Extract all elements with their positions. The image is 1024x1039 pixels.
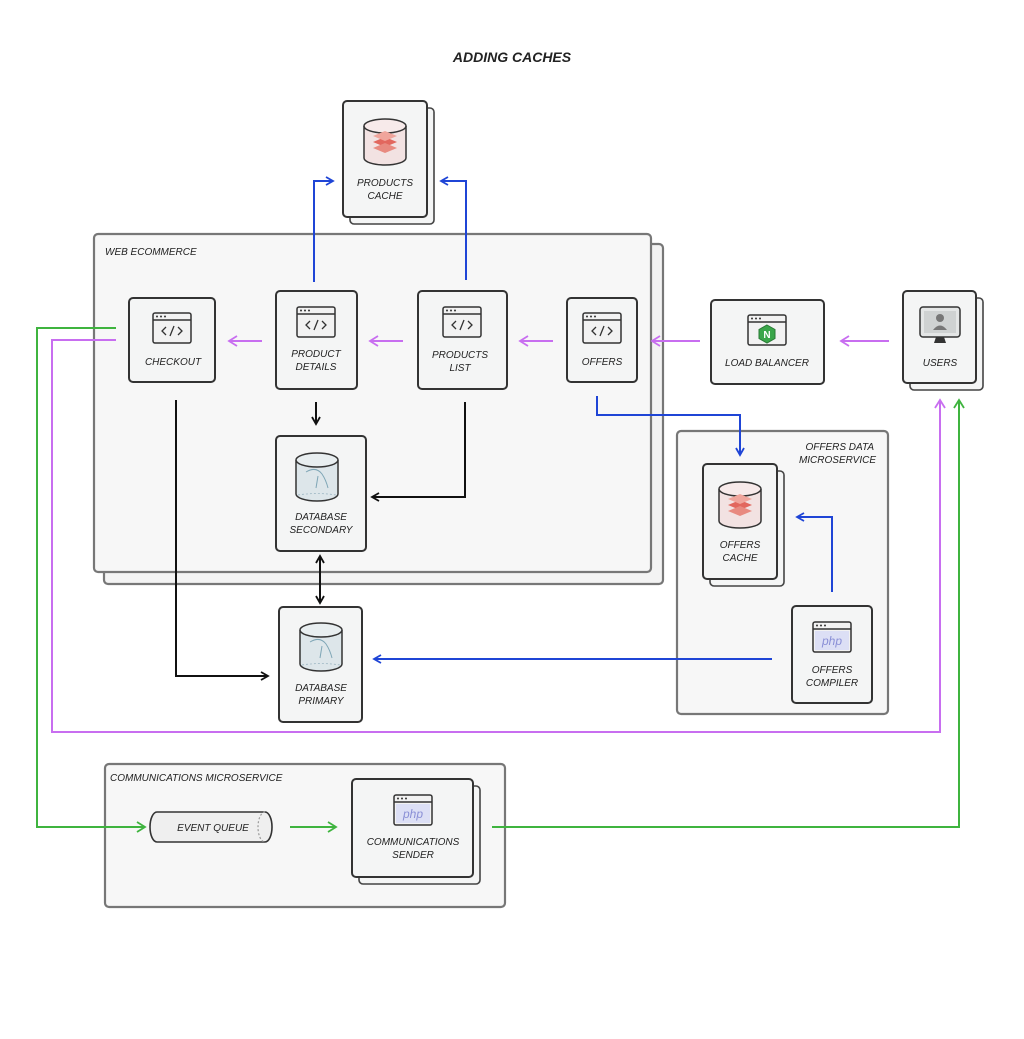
edge-product-details-to-products-cache [313,176,335,282]
node-products-cache-label-1: PRODUCTS [357,178,413,189]
node-database-secondary[interactable]: DATABASE SECONDARY [275,435,367,552]
node-offers-cache[interactable]: OFFERS CACHE [702,463,785,587]
edge-checkout-to-event-queue [36,327,147,833]
code-window-icon [442,306,482,338]
php-text: php [402,807,423,821]
node-offers[interactable]: OFFERS [566,297,638,383]
group-web-ecommerce: WEB ECOMMERCE [92,232,665,586]
node-database-secondary-label-2: SECONDARY [290,525,354,536]
node-users-label: USERS [923,358,958,369]
node-product-details-label-2: DETAILS [296,362,337,373]
nginx-icon: N [747,314,787,346]
mysql-database-icon [299,622,343,672]
node-products-cache-label-2: CACHE [367,191,402,202]
node-database-primary[interactable]: DATABASE PRIMARY [278,606,363,723]
node-users[interactable]: USERS [902,290,984,391]
php-icon: php [812,621,852,653]
node-communications-sender-label-1: COMMUNICATIONS [367,837,460,848]
node-checkout-label: CHECKOUT [145,357,202,368]
node-product-details[interactable]: PRODUCT DETAILS [275,290,358,390]
node-offers-compiler[interactable]: php OFFERS COMPILER [791,605,873,704]
node-database-primary-label-2: PRIMARY [298,696,345,707]
php-text: php [821,634,842,648]
edge-checkout-to-users [51,339,946,733]
node-communications-sender[interactable]: php COMMUNICATIONS SENDER [351,778,481,885]
group-offers-data-label-line2: MICROSERVICE [799,455,876,466]
code-window-icon [152,312,192,344]
node-communications-sender-label-2: SENDER [392,850,434,861]
redis-icon [363,118,407,166]
mysql-database-icon [295,452,339,502]
group-offers-data-label-line1: OFFERS DATA [805,442,874,453]
node-products-list[interactable]: PRODUCTS LIST [417,290,508,390]
node-offers-compiler-label-1: OFFERS [812,665,853,676]
node-event-queue[interactable]: EVENT QUEUE [149,811,273,843]
node-database-secondary-label-1: DATABASE [295,512,347,523]
edge-offers-to-offers-cache [596,396,745,457]
group-web-ecommerce-label: WEB ECOMMERCE [105,247,197,258]
nginx-letter: N [763,330,770,341]
node-event-queue-label: EVENT QUEUE [177,823,249,834]
node-database-primary-label-1: DATABASE [295,683,347,694]
node-offers-cache-label-1: OFFERS [720,540,761,551]
node-offers-label: OFFERS [582,357,623,368]
edge-products-list-to-db-secondary [370,402,466,502]
code-window-icon [296,306,336,338]
node-products-list-label-2: LIST [449,363,471,374]
edge-checkout-to-db-primary [175,400,270,681]
php-icon: php [393,794,433,826]
node-products-cache[interactable]: PRODUCTS CACHE [342,100,435,225]
node-offers-compiler-label-2: COMPILER [806,678,858,689]
node-load-balancer[interactable]: N LOAD BALANCER [710,299,825,385]
node-product-details-label-1: PRODUCT [291,349,341,360]
code-window-icon [582,312,622,344]
edge-offers-compiler-to-offers-cache [795,512,833,592]
redis-icon [718,481,762,529]
diagram-title: ADDING CACHES [452,49,572,65]
edge-communications-sender-to-users [492,398,965,828]
edge-products-list-to-products-cache [439,176,467,280]
node-offers-cache-label-2: CACHE [722,553,757,564]
node-load-balancer-label: LOAD BALANCER [725,358,809,369]
user-monitor-icon [919,306,961,343]
node-products-list-label-1: PRODUCTS [432,350,488,361]
group-communications-label: COMMUNICATIONS MICROSERVICE [110,773,283,784]
node-checkout[interactable]: CHECKOUT [128,297,216,383]
